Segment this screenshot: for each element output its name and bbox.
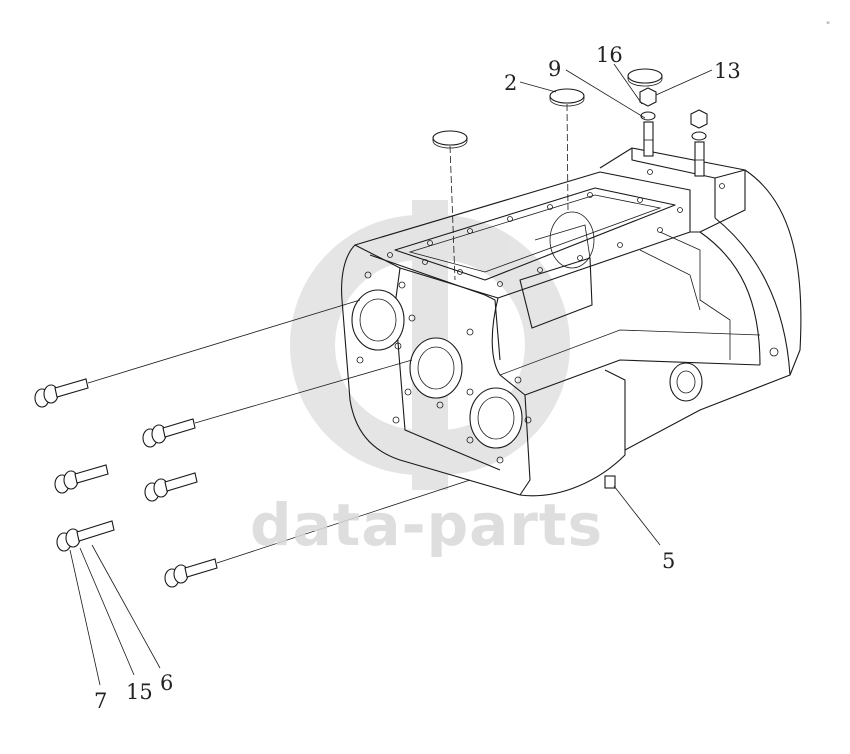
callout-15: 15: [126, 680, 153, 704]
bolt-3: [54, 464, 109, 494]
bolt-4: [144, 472, 198, 502]
callout-6: 6: [160, 671, 173, 695]
callout-16: 16: [596, 43, 623, 67]
bolt-5: [56, 520, 115, 552]
callout-7: 7: [94, 689, 107, 713]
callout-5: 5: [662, 549, 675, 573]
bolt-6: [164, 479, 471, 588]
bolt-set: [34, 299, 471, 588]
callout-9: 9: [548, 57, 561, 81]
callout-13: 13: [714, 59, 741, 83]
bolt-1: [34, 299, 361, 408]
corner-mark: ": [826, 21, 830, 31]
watermark-text: data-parts: [250, 491, 603, 559]
center-lines: [449, 103, 569, 281]
leader-lines: [69, 63, 713, 686]
gearbox-housing: [341, 147, 802, 497]
stud-assembly-left: [639, 87, 657, 157]
bolt-2: [142, 359, 413, 448]
callout-labels: 2 9 16 13 5 7 15 6: [94, 43, 741, 713]
callout-2: 2: [504, 71, 517, 95]
stud-assembly-right: [690, 109, 708, 177]
